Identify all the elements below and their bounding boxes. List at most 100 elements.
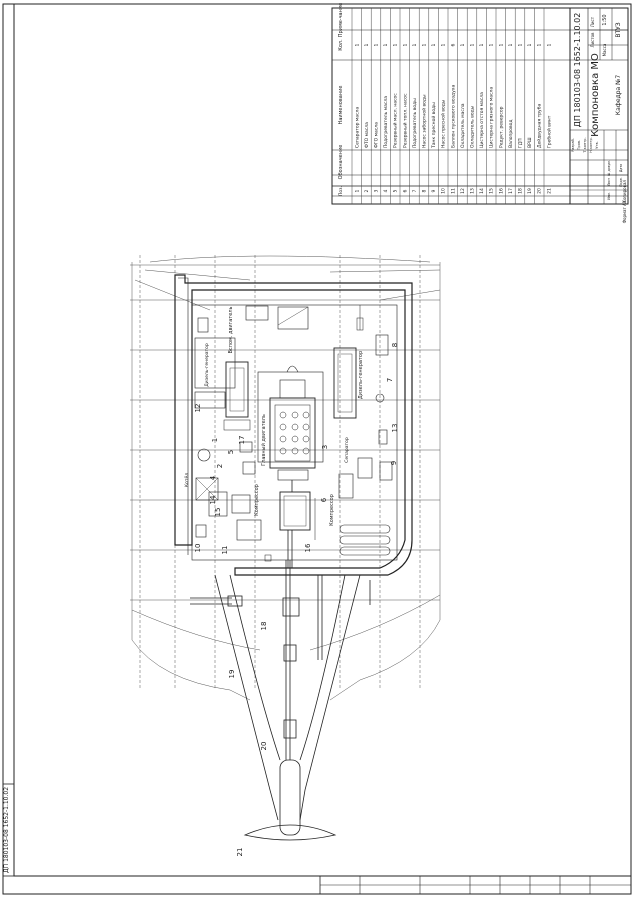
spec-row-pos: 11 [450, 188, 456, 194]
spec-row-name: Редукт. реверсор [498, 106, 504, 148]
organization-label: ВТУЗ [615, 22, 622, 37]
spec-row-name: Резервный топл. насос [401, 93, 408, 148]
margin-stamp-box [2, 783, 15, 877]
bottom-strip [319, 875, 632, 895]
drawing-code: ДП 180103-08 1652-1.10.02 [573, 13, 582, 128]
spec-row-name: Резервный масл. насос [392, 93, 399, 148]
spec-row-pos: 16 [498, 188, 504, 194]
label-boiler: Котёл [184, 473, 190, 487]
spec-row-qty: 1 [383, 43, 389, 46]
spec-row-pos: 7 [412, 189, 418, 192]
spec-header-note: Приме-чание [338, 3, 344, 37]
spec-row-qty: 1 [527, 43, 533, 46]
spec-header-pos: Поз. [338, 186, 344, 196]
spec-row-qty: 1 [422, 43, 428, 46]
callout-17: 17 [238, 436, 246, 445]
spec-row-qty: 1 [546, 43, 552, 46]
spec-row-pos: 6 [402, 189, 408, 192]
callout-21: 21 [236, 848, 244, 857]
label-diesel-gen: Дизель-генератор [358, 351, 364, 399]
department-label: Кафедра №7 [615, 75, 622, 116]
callout-18: 18 [260, 622, 268, 631]
label-separator: Сепаратор [344, 437, 350, 463]
spec-row-pos: 13 [470, 188, 476, 194]
spec-row-qty: 1 [402, 43, 408, 46]
spec-row-qty: 1 [374, 43, 380, 46]
role-developed: Разраб. [571, 138, 575, 152]
callout-5: 5 [227, 450, 235, 454]
label-compressor-2: Компрессор [329, 494, 335, 526]
spec-header-name: Наименование [338, 86, 344, 125]
spec-row-qty: 1 [489, 43, 495, 46]
spec-row-name: Цистерна отстоя масла [479, 92, 485, 148]
spec-row-name: Цистерна грязного масла [489, 87, 495, 148]
mass-label: Масса [602, 43, 607, 56]
callout-8: 8 [391, 343, 399, 347]
spec-row-qty: 1 [508, 43, 514, 46]
spec-row-name: Подогреватель масла [383, 96, 389, 148]
role-tech-control: Т.контр. [583, 137, 587, 153]
spec-row-name: Насос пресной воды [440, 99, 447, 148]
title-block: ДП 180103-08 1652-1.10.02 Компоновка МО … [569, 7, 629, 205]
spec-row-pos: 21 [546, 188, 552, 194]
callout-12: 12 [194, 404, 202, 413]
spec-row-name: Подогреватель воды [412, 98, 418, 148]
spec-row-qty: 1 [470, 43, 476, 46]
role-change: Изм. [607, 192, 611, 200]
spec-row-pos: 17 [508, 188, 514, 194]
engine-room [174, 274, 413, 576]
label-aux-engine-2: Дизель-генератор [204, 343, 210, 387]
spec-row-pos: 2 [364, 189, 370, 192]
callout-1: 1 [211, 438, 219, 442]
spec-row-name: Гребной винт [545, 115, 552, 148]
callout-11: 11 [221, 546, 229, 555]
spec-row-pos: 19 [527, 188, 533, 194]
spec-row-qty: 1 [354, 43, 360, 46]
spec-row-qty: 1 [479, 43, 485, 46]
spec-row-name: Охладитель масла [460, 103, 466, 148]
spec-row-pos: 1 [354, 189, 360, 192]
spec-row-pos: 10 [441, 188, 447, 194]
spec-row-pos: 4 [383, 189, 389, 192]
spec-row-name: Валопровод [508, 119, 514, 148]
spec-row-qty: 1 [412, 43, 418, 46]
callout-19: 19 [228, 670, 236, 679]
callout-13: 13 [391, 424, 399, 433]
spec-row-name: Сепаратор масла [354, 107, 360, 148]
callout-4: 4 [209, 475, 217, 480]
scale-value: 1:50 [602, 14, 608, 25]
role-signature: Подп. [619, 177, 623, 187]
spec-row-qty: 1 [460, 43, 466, 46]
spec-row-name: ФГО масла [374, 122, 380, 148]
role-approved: Утв. [595, 141, 599, 148]
spec-row-pos: 15 [489, 188, 495, 194]
hull-outline [130, 255, 441, 701]
callout-14: 14 [209, 495, 217, 504]
spec-row-pos: 12 [460, 188, 466, 194]
copied-label: Копировал [622, 180, 627, 203]
spec-row-name: Дейдвудная труба [536, 104, 543, 148]
spec-row-pos: 9 [431, 189, 437, 192]
spec-row-pos: 18 [518, 188, 524, 194]
spec-row-name: ГДП [518, 138, 524, 148]
spec-row-qty: 1 [393, 43, 399, 46]
spec-row-qty: 6 [450, 43, 456, 46]
role-checked: Пров. [577, 140, 581, 150]
spec-row-qty: 1 [364, 43, 370, 46]
format-label: Формат A1 [622, 200, 627, 223]
callout-20: 20 [260, 742, 268, 751]
callout-16: 16 [304, 543, 312, 552]
spec-row-qty: 1 [431, 43, 437, 46]
spec-row-pos: 14 [479, 188, 485, 194]
drawing-title: Компоновка МО [590, 53, 601, 137]
spec-row-name: Танк пресной воды [430, 102, 437, 149]
spec-row-pos: 8 [422, 189, 428, 192]
main-engine [269, 365, 316, 481]
margin-drawing-code: ДП 180103-08 1652-1.10.02 [3, 787, 10, 873]
spec-table: Приме-чание Кол. Наименование Обозначени… [331, 3, 629, 205]
spec-row-qty: 1 [518, 43, 524, 46]
role-date: Дата [619, 164, 623, 172]
spec-row-pos: 20 [537, 188, 543, 194]
